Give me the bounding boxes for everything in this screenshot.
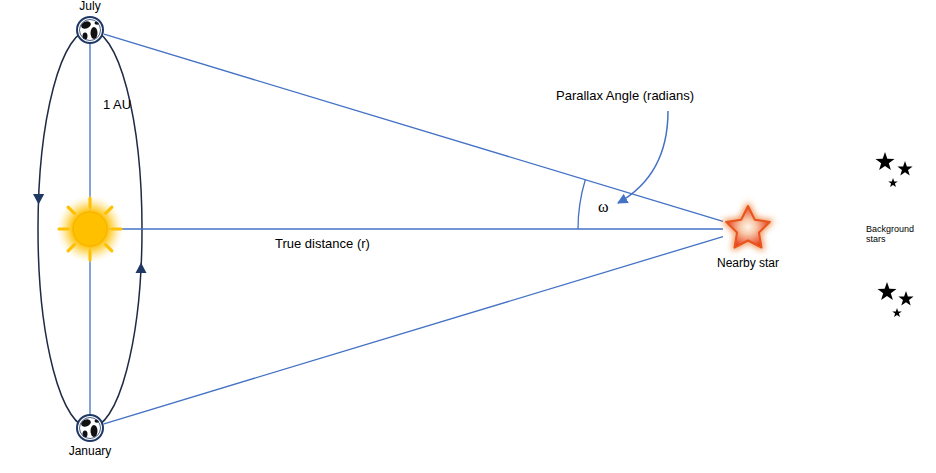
node-label: July: [79, 0, 100, 14]
earth-symbol: January: [76, 414, 104, 442]
earth-symbol: [76, 414, 104, 442]
earth-symbol: July: [76, 16, 104, 44]
node-label: Nearby star: [717, 257, 779, 271]
earth-symbol: [76, 16, 104, 44]
nearby-star: [723, 204, 773, 254]
angle-pointer-arrow: [618, 111, 668, 203]
distance-line: [90, 228, 723, 229]
sight-line: [104, 34, 723, 221]
node-caption: Nearby star: [717, 257, 779, 271]
angle-label: Parallax Angle (radians): [556, 89, 694, 104]
background-label: Background stars: [866, 224, 924, 245]
distance-label: True distance (r): [275, 237, 370, 252]
node-label: January: [69, 445, 112, 459]
node-caption: July: [79, 0, 100, 14]
sun-symbol: [56, 195, 124, 263]
angle-arc: [578, 180, 585, 229]
node-caption: January: [69, 445, 112, 459]
angle-symbol: ω: [598, 198, 609, 216]
nearby-star: Nearby star: [723, 204, 773, 254]
orbit-direction-arrow: [136, 263, 147, 274]
orbit-direction-arrow: [33, 194, 44, 205]
distance-label: 1 AU: [103, 98, 131, 113]
sight-line: [104, 237, 723, 424]
